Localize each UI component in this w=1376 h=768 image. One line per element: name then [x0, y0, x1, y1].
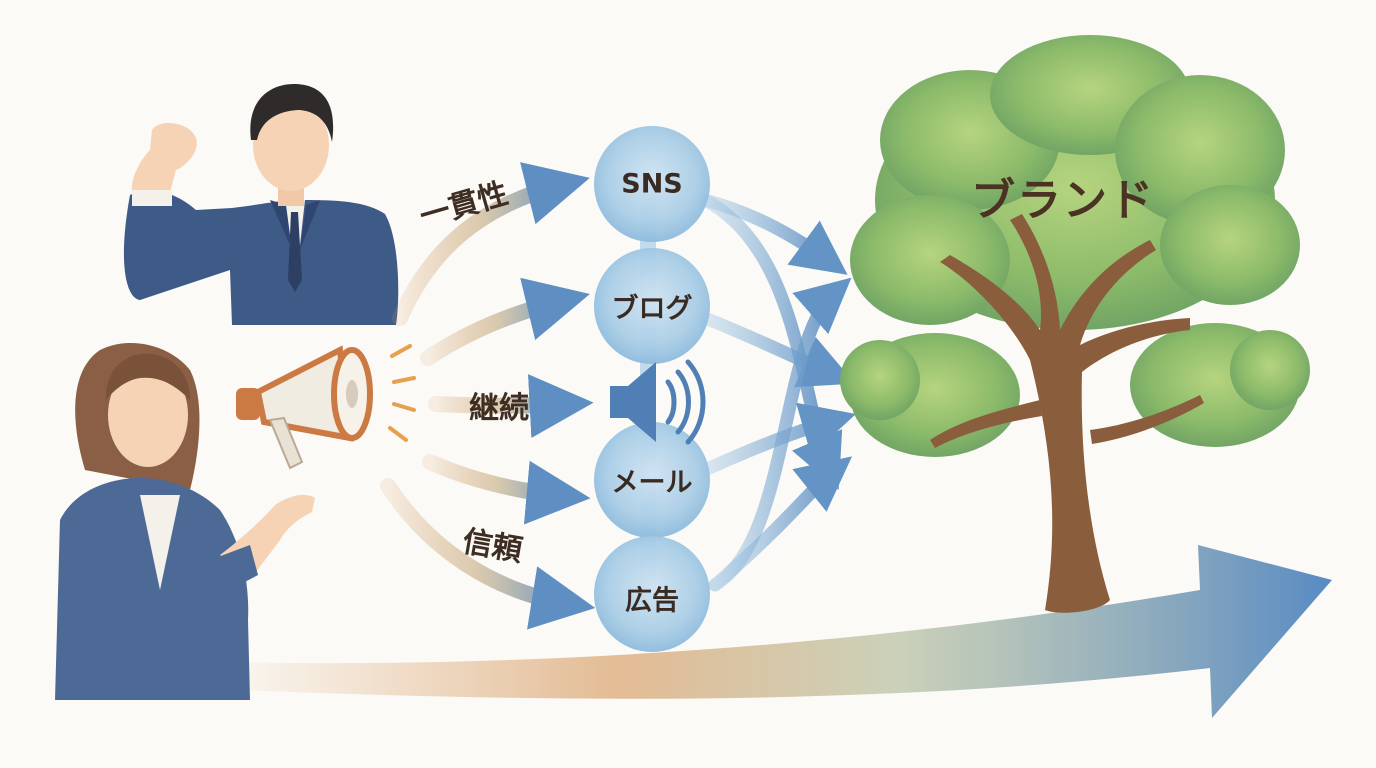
channel-column [594, 126, 710, 652]
channel-label-ad: 広告 [625, 585, 679, 617]
channel-label-blog: ブログ [611, 293, 693, 325]
businessman-figure [123, 84, 399, 325]
businesswoman-figure [55, 342, 315, 700]
brand-label: ブランド [971, 175, 1155, 226]
megaphone-icon [236, 344, 416, 470]
arrow-to-speaker [428, 374, 594, 438]
tree-icon [840, 35, 1310, 613]
arrow-to-blog [420, 277, 590, 366]
channel-node-ad [594, 536, 710, 652]
inbound-arrows [380, 162, 596, 630]
channel-label-mail: メール [611, 467, 693, 499]
arrow-to-sns [392, 162, 590, 326]
arrow-to-mail [422, 454, 591, 525]
channel-node-mail [594, 422, 710, 538]
growth-arrow-icon [238, 545, 1332, 718]
channel-label-sns: SNS [621, 168, 683, 200]
outbound-arrows [698, 193, 856, 592]
arrow-to-ad [380, 478, 596, 630]
channel-node-sns [594, 126, 710, 242]
speaker-icon [610, 359, 706, 445]
tree-trunk [930, 214, 1204, 613]
channel-node-blog [594, 248, 710, 364]
keyword-continuity: 継続 [469, 391, 529, 426]
